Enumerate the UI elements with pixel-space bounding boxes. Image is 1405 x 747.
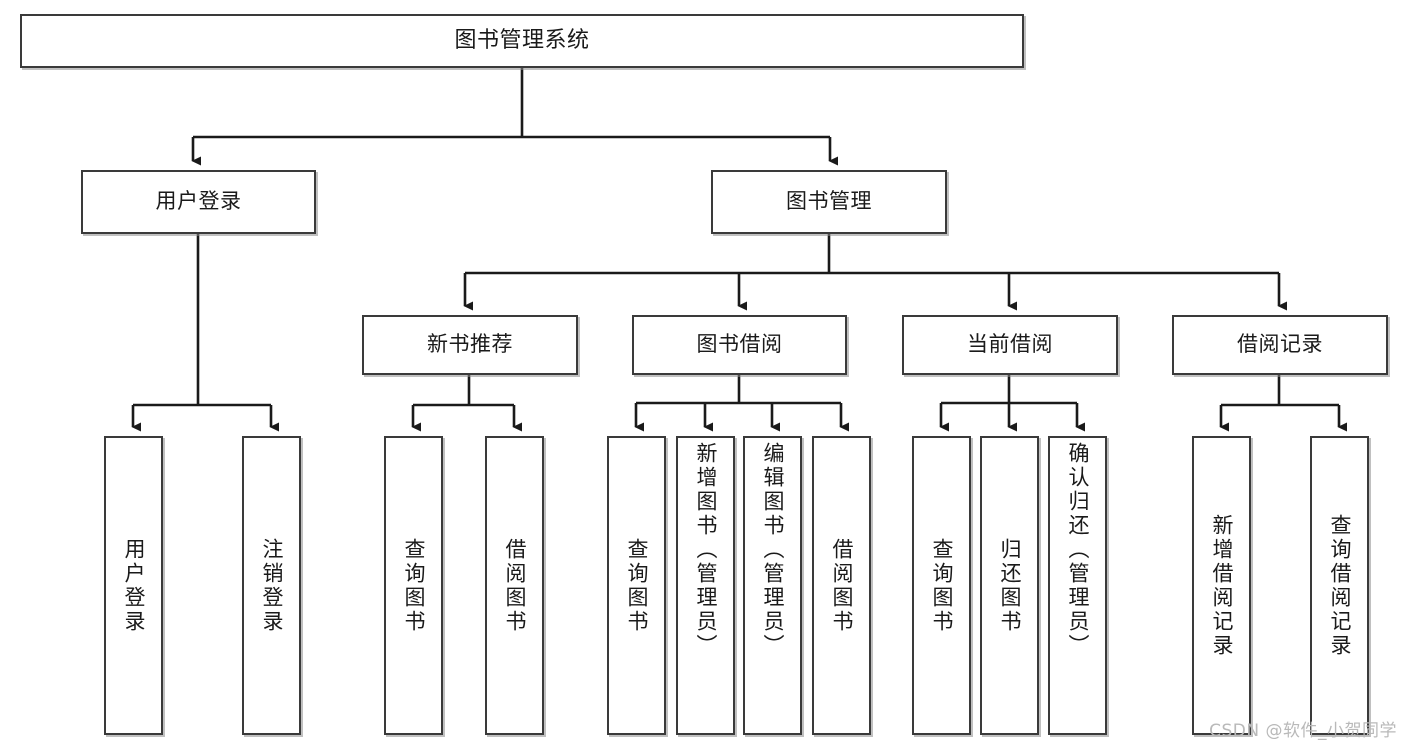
node-label: 查询图书 xyxy=(402,537,426,634)
node-label: 注销登录 xyxy=(260,537,284,634)
node-label: 借阅图书 xyxy=(503,537,527,634)
leaf-borrow-book-new[interactable]: 借阅图书 xyxy=(485,436,544,735)
node-book-management[interactable]: 图书管理 xyxy=(711,170,947,234)
leaf-query-book-new[interactable]: 查询图书 xyxy=(384,436,443,735)
node-label: 用户登录 xyxy=(122,537,146,634)
leaf-borrow-book[interactable]: 借阅图书 xyxy=(812,436,871,735)
node-label: 图书管理系统 xyxy=(454,27,590,53)
node-label: 新书推荐 xyxy=(427,332,513,357)
node-label: 借阅图书 xyxy=(830,537,854,634)
leaf-user-logout[interactable]: 注销登录 xyxy=(242,436,301,735)
leaf-edit-book-admin[interactable]: 编辑图书（管理员） xyxy=(743,436,802,735)
node-borrow-record[interactable]: 借阅记录 xyxy=(1172,315,1388,375)
node-book-borrow[interactable]: 图书借阅 xyxy=(632,315,847,375)
node-label: 新增借阅记录 xyxy=(1210,513,1234,658)
node-label: 图书借阅 xyxy=(696,332,783,357)
node-label: 确认归还（管理员） xyxy=(1066,442,1090,658)
leaf-query-book-current[interactable]: 查询图书 xyxy=(912,436,971,735)
leaf-query-borrow-record[interactable]: 查询借阅记录 xyxy=(1310,436,1369,735)
node-label: 当前借阅 xyxy=(967,332,1053,357)
node-label: 编辑图书（管理员） xyxy=(761,442,785,658)
node-label: 新增图书（管理员） xyxy=(694,442,718,658)
node-label: 图书管理 xyxy=(786,189,872,214)
node-label: 查询图书 xyxy=(625,537,649,634)
node-root-system[interactable]: 图书管理系统 xyxy=(20,14,1024,68)
node-label: 借阅记录 xyxy=(1237,332,1323,357)
leaf-return-book[interactable]: 归还图书 xyxy=(980,436,1039,735)
leaf-user-login[interactable]: 用户登录 xyxy=(104,436,163,735)
node-new-book-recommend[interactable]: 新书推荐 xyxy=(362,315,578,375)
node-label: 用户登录 xyxy=(155,189,242,214)
leaf-query-book-borrow[interactable]: 查询图书 xyxy=(607,436,666,735)
node-current-borrow[interactable]: 当前借阅 xyxy=(902,315,1118,375)
node-user-login[interactable]: 用户登录 xyxy=(81,170,316,234)
node-label: 归还图书 xyxy=(998,537,1022,634)
node-label: 查询图书 xyxy=(930,537,954,634)
leaf-add-book-admin[interactable]: 新增图书（管理员） xyxy=(676,436,735,735)
leaf-add-borrow-record[interactable]: 新增借阅记录 xyxy=(1192,436,1251,735)
node-label: 查询借阅记录 xyxy=(1328,513,1352,658)
csdn-watermark: CSDN @软件_小贺同学 xyxy=(1209,721,1397,741)
leaf-confirm-return-admin[interactable]: 确认归还（管理员） xyxy=(1048,436,1107,735)
